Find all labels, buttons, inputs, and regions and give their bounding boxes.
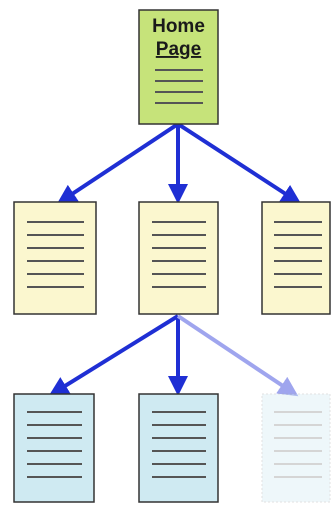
home-page-box <box>138 9 219 125</box>
subpage-arrows <box>48 314 299 397</box>
arrow-sub-to-left <box>48 314 180 397</box>
arrow-home-to-right <box>176 122 302 205</box>
home-page-title-line2: Page <box>156 39 201 60</box>
arrow-home-to-left <box>56 122 180 205</box>
level2-doc-center <box>138 201 219 315</box>
arrow-sub-to-right-faded <box>176 314 299 397</box>
home-page-title-line1: Home <box>152 16 205 37</box>
home-arrows <box>56 122 302 205</box>
level2-doc-right <box>261 201 331 315</box>
home-page-doc: Home Page <box>138 9 219 125</box>
level3-doc-center <box>138 393 219 503</box>
level2-doc-left <box>13 201 97 315</box>
level3-doc-right-faded <box>261 393 331 503</box>
home-page-text-lines <box>155 69 203 104</box>
level3-doc-left <box>13 393 95 503</box>
